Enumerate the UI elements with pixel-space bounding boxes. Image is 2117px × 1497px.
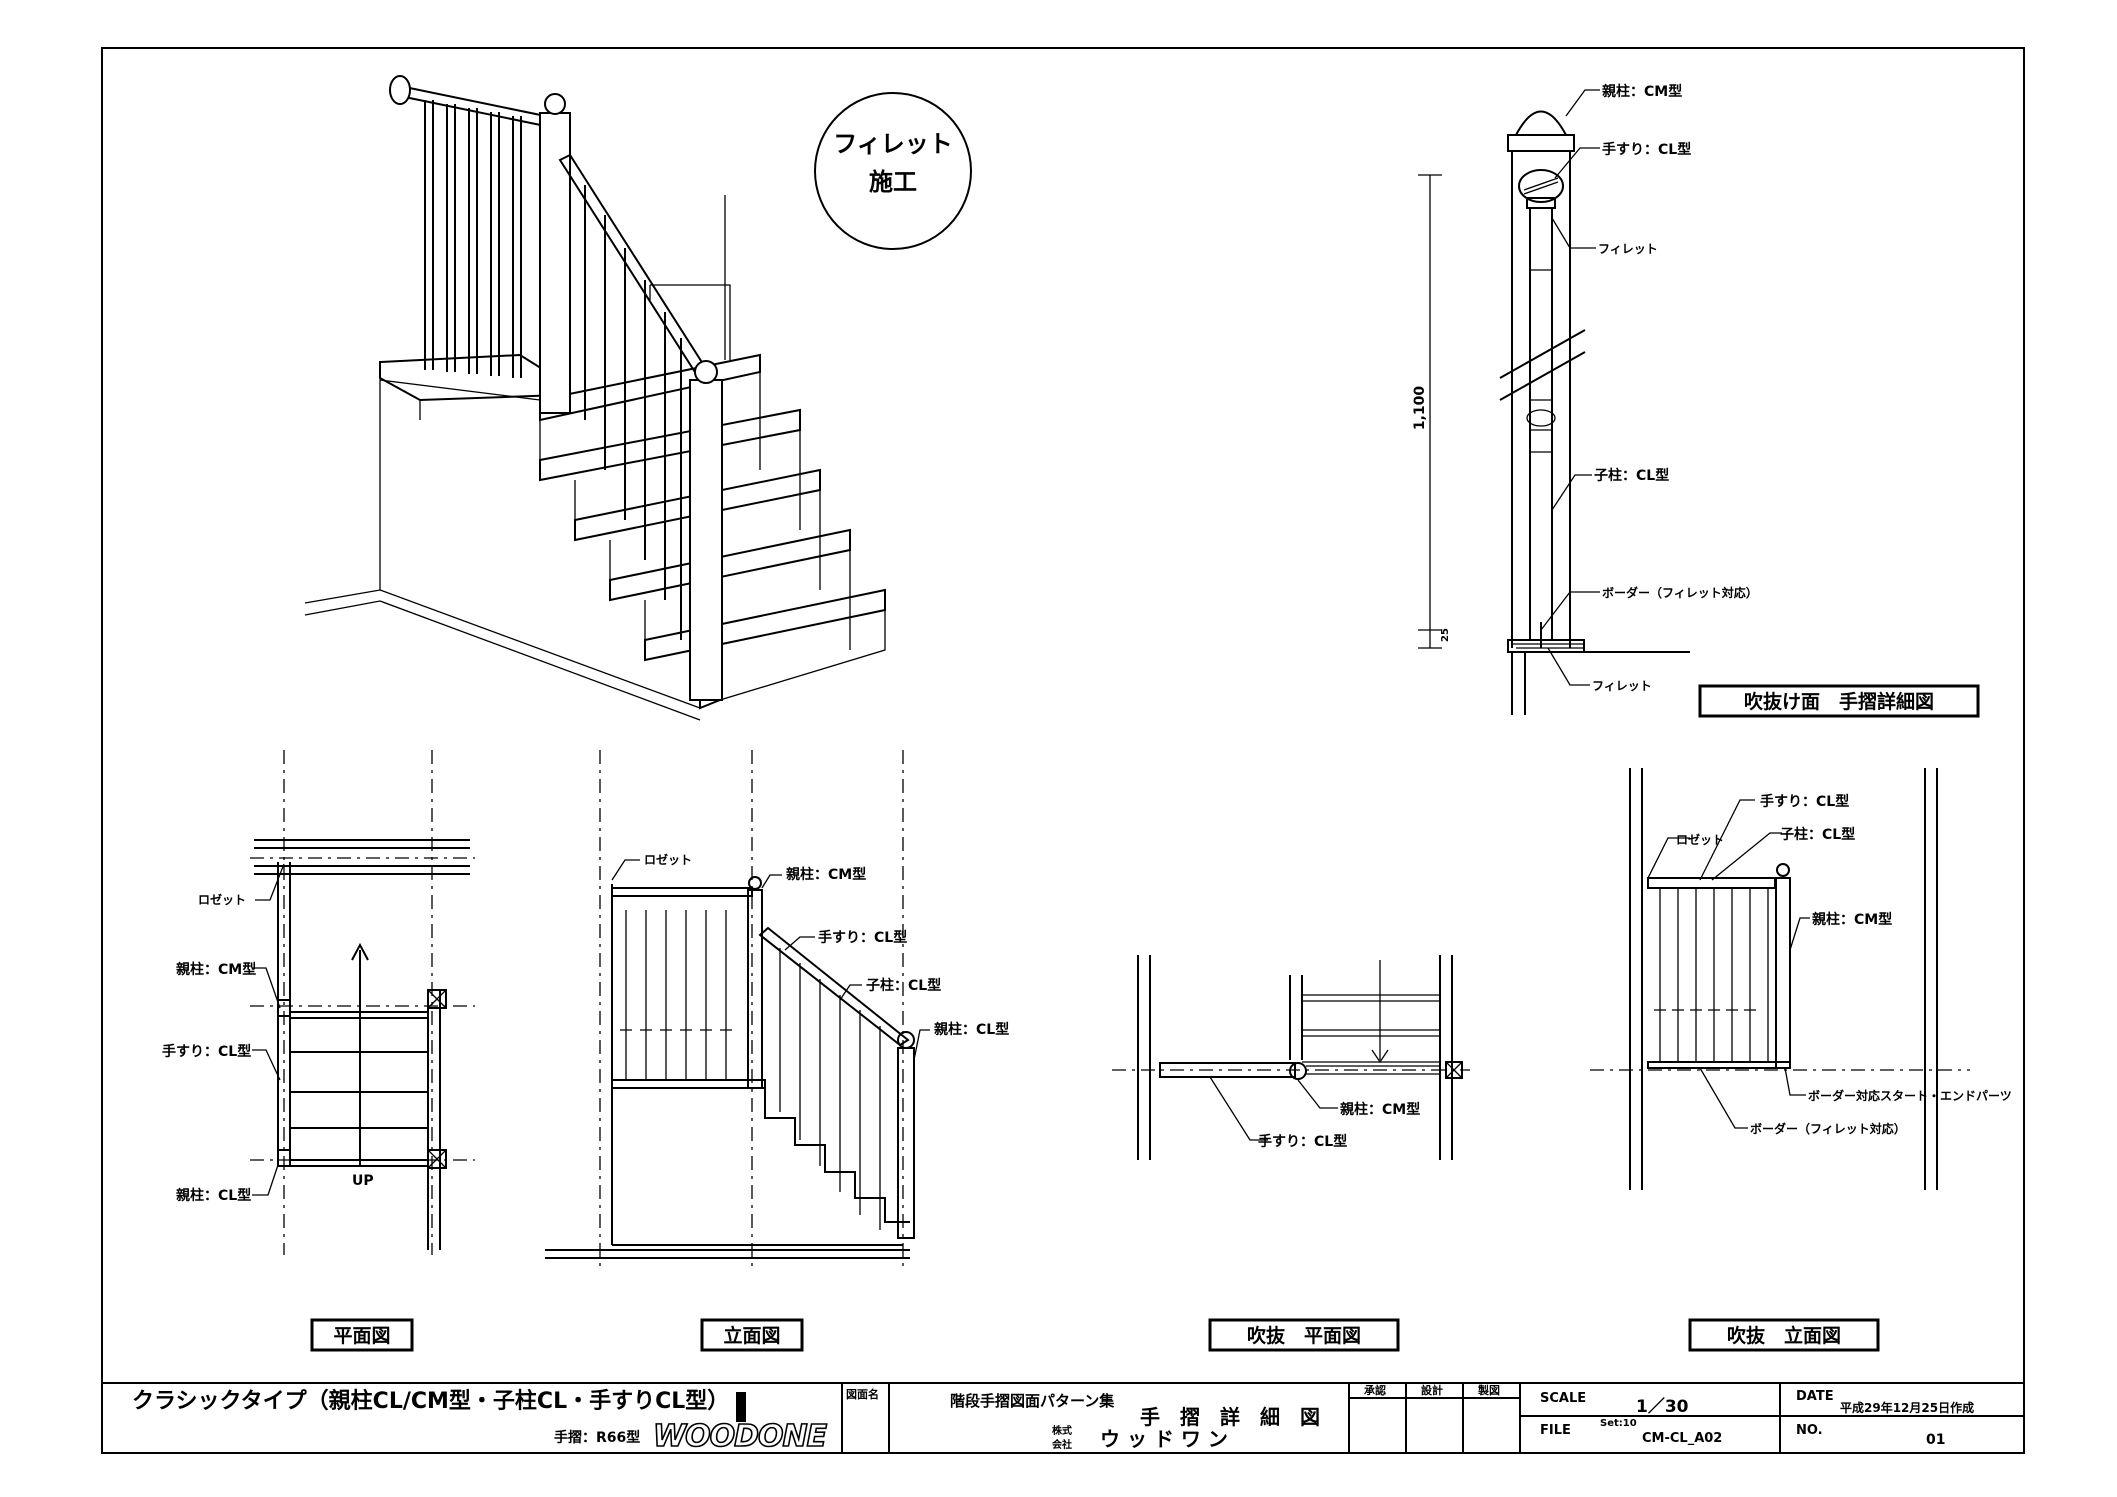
plan-view: UP ロゼット 親柱：CM型 手すり：CL型 親柱：CL型 平面図	[162, 750, 475, 1352]
void-elev-border: ボーダー（フィレット対応）	[1750, 1121, 1906, 1136]
elevation-rosette: ロゼット	[644, 852, 692, 867]
void-elev-baluster: 子柱：CL型	[1780, 826, 1855, 843]
sloped-balusters	[584, 185, 682, 640]
elevation-caption: 立面図	[723, 1324, 780, 1347]
drawing-name-label: 図面名	[846, 1387, 879, 1401]
section-baluster-label: 子柱：CL型	[1594, 467, 1669, 484]
no-label: NO.	[1796, 1423, 1823, 1438]
collection-name: 階段手摺図面パターン集	[950, 1392, 1115, 1410]
dim-height: 1,100	[1412, 386, 1428, 431]
plan-newel-cm: 親柱：CM型	[176, 961, 256, 978]
fillet-construction-badge: フィレット 施工	[814, 92, 972, 250]
main-title: クラシックタイプ（親柱CL/CM型・子柱CL・手すりCL型）	[132, 1389, 729, 1414]
void-elevation-view: 手すり：CL型 子柱：CL型 ロゼット 親柱：CM型 ボーダー対応スタート・エン…	[1590, 768, 2012, 1352]
sheet-border	[101, 47, 2025, 1454]
void-plan-view: 親柱：CM型 手すり：CL型 吹抜 平面図	[1112, 955, 1470, 1352]
no-value: 01	[1926, 1432, 1945, 1448]
void-plan-newel-cm: 親柱：CM型	[1340, 1101, 1420, 1118]
section-border-label: ボーダー（フィレット対応）	[1602, 585, 1758, 600]
section-fillet-bottom: フィレット	[1592, 679, 1652, 693]
void-elev-border-part: ボーダー対応スタート・エンドパーツ	[1808, 1088, 2012, 1103]
approve-label: 承認	[1364, 1383, 1386, 1397]
scale-value: 1／30	[1636, 1396, 1689, 1417]
file-value: CM-CL_A02	[1642, 1431, 1722, 1446]
plan-handrail: 手すり：CL型	[162, 1043, 251, 1060]
elevation-handrail: 手すり：CL型	[818, 929, 907, 946]
plan-rosette: ロゼット	[198, 892, 246, 907]
elevation-view: ロゼット 親柱：CM型 手すり：CL型 子柱：CL型 親柱：CL型 立面図	[545, 750, 1009, 1352]
file-label: FILE	[1540, 1423, 1571, 1438]
void-elev-caption: 吹抜 立面図	[1727, 1324, 1841, 1347]
void-plan-handrail: 手すり：CL型	[1258, 1133, 1347, 1150]
date-value: 平成29年12月25日作成	[1840, 1400, 1974, 1415]
dim-small: 25	[1440, 628, 1451, 642]
scale-label: SCALE	[1540, 1391, 1586, 1406]
title-block: クラシックタイプ（親柱CL/CM型・子柱CL・手すりCL型） 手摺：R66型 W…	[102, 1382, 2024, 1455]
plan-caption: 平面図	[333, 1325, 390, 1347]
woodone-logo: WOODONE	[650, 1392, 829, 1455]
void-elev-rosette: ロゼット	[1676, 832, 1724, 847]
elevation-upper-balusters	[620, 910, 732, 1080]
drawn-label: 製図	[1477, 1383, 1500, 1397]
section-fillet-top: フィレット	[1598, 242, 1658, 256]
section-newel-label: 親柱：CM型	[1602, 83, 1682, 100]
handrail-model: 手摺：R66型	[554, 1429, 640, 1446]
void-section-detail: 1,100 25 親柱：CM型 手すり：CL型 フィレット 子柱：CL型 ボーダ…	[1412, 83, 1980, 718]
elevation-baluster: 子柱：CL型	[866, 977, 941, 994]
section-handrail-label: 手すり：CL型	[1602, 141, 1691, 158]
drawing-name: 手 摺 詳 細 図	[1140, 1405, 1320, 1429]
void-elevation-balusters	[1654, 888, 1769, 1062]
elevation-newel-cl: 親柱：CL型	[934, 1021, 1009, 1038]
badge-line2: 施工	[869, 168, 917, 196]
void-elev-handrail: 手すり：CL型	[1760, 793, 1849, 810]
upper-balusters	[424, 100, 522, 378]
elevation-sloped-balusters	[779, 948, 881, 1230]
date-label: DATE	[1796, 1389, 1834, 1404]
void-plan-caption: 吹抜 平面図	[1247, 1324, 1361, 1347]
section-caption: 吹抜け面 手摺詳細図	[1744, 690, 1934, 713]
isometric-stair-view	[304, 75, 886, 721]
design-label: 設計	[1421, 1383, 1443, 1397]
elevation-newel-cm: 親柱：CM型	[786, 866, 866, 883]
badge-line1: フィレット	[833, 130, 953, 158]
set-value: Set:10	[1600, 1418, 1637, 1429]
svg-text:WOODONE: WOODONE	[653, 1419, 828, 1454]
plan-up-label: UP	[352, 1173, 374, 1189]
company-prefix: 株式会社	[1052, 1424, 1072, 1451]
void-elev-newel-cm: 親柱：CM型	[1812, 911, 1892, 928]
plan-newel-cl: 親柱：CL型	[176, 1187, 251, 1204]
company-name: ウ ッ ド ワ ン	[1100, 1427, 1228, 1451]
